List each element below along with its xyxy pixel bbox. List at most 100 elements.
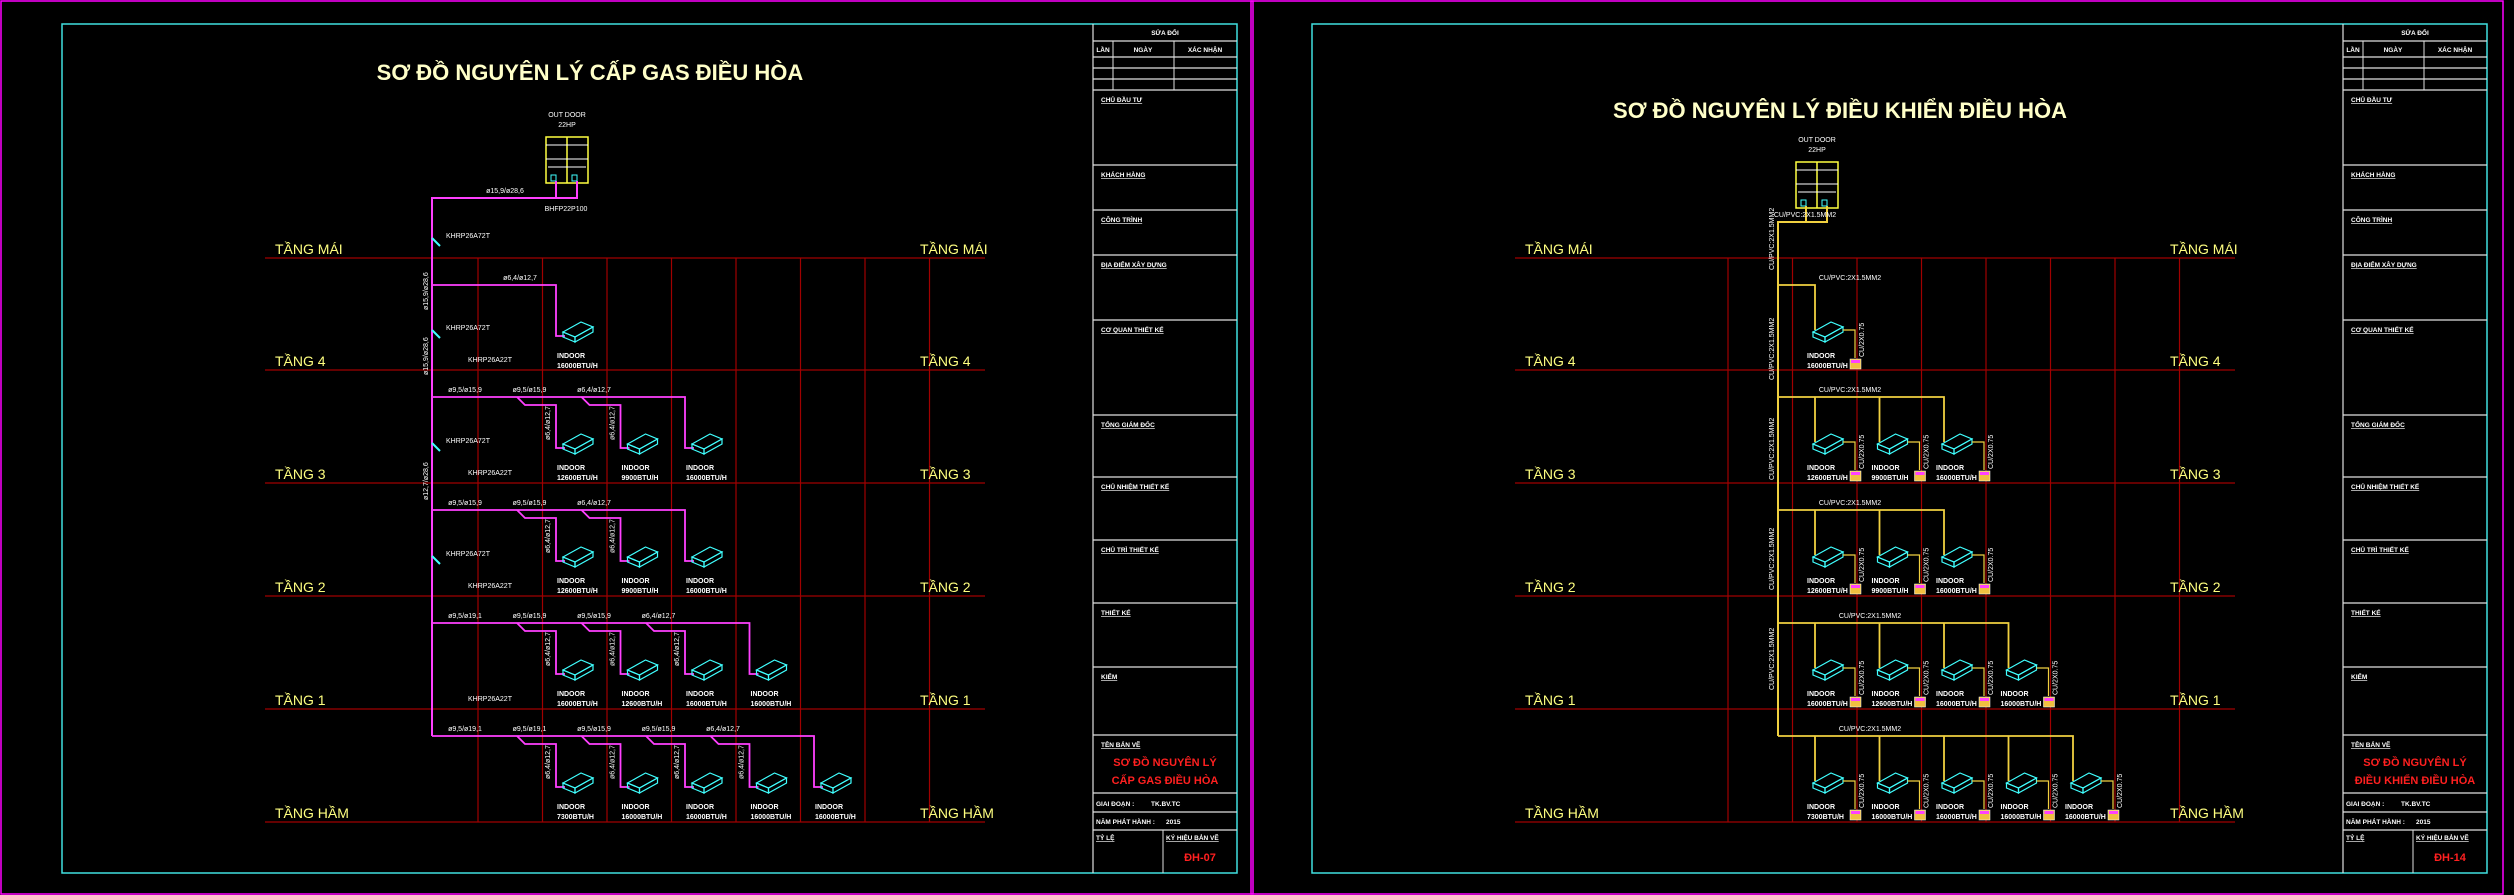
indoor-unit-side xyxy=(1941,782,1955,794)
indoor-label: INDOOR xyxy=(557,804,585,811)
indoor-capacity-label: 16000BTU/H xyxy=(686,475,727,482)
indoor-unit-icon xyxy=(1811,659,1845,682)
pipe-size-label: ø6,4/ø12,7 xyxy=(503,275,537,282)
scale-label: TỶ LỆ xyxy=(2346,833,2365,842)
indoor-unit-front xyxy=(767,776,788,795)
floor-label-left: TẦNG MÁI xyxy=(275,241,343,257)
indoor-unit-icon xyxy=(1940,659,1974,682)
controller-cable xyxy=(1843,329,1856,358)
refnet-label: KHRP26A72T xyxy=(446,233,491,240)
indoor-unit-side xyxy=(755,669,770,681)
indoor-unit-side xyxy=(562,331,576,343)
title-block-section-label: CHỦ ĐẦU TƯ xyxy=(1101,94,1143,104)
remote-controller-screen xyxy=(1980,698,1989,701)
sheet-gas: SƠ ĐỒ NGUYÊN LÝ CẤP GAS ĐIỀU HÒA TẦNG MÁI… xyxy=(0,0,1254,895)
revision-col-ngay: NGÀY xyxy=(2384,45,2403,54)
drop-pipe xyxy=(516,735,565,788)
main-pipe xyxy=(431,181,557,736)
indoor-unit-front xyxy=(1953,550,1973,569)
indoor-capacity-label: 12600BTU/H xyxy=(622,701,663,708)
remote-controller-screen xyxy=(1851,360,1860,363)
title-block-section-label: THIẾT KẾ xyxy=(2351,607,2381,617)
indoor-label: INDOOR xyxy=(622,804,650,811)
indoor-label: INDOOR xyxy=(557,353,585,360)
indoor-unit-side xyxy=(691,782,705,794)
remote-controller-screen xyxy=(2044,698,2054,701)
floor-label-left: TẦNG 1 xyxy=(1525,692,1576,708)
indoor-unit-side xyxy=(626,556,641,568)
revision-col-xacnhan: XÁC NHẬN xyxy=(2438,45,2473,54)
indoor-label: INDOOR xyxy=(557,465,585,472)
indoor-unit-icon xyxy=(561,546,595,569)
indoor-unit-front xyxy=(1824,550,1844,569)
pipe-size-label: ø15,9/ø28,6 xyxy=(486,188,524,195)
drop-pipe-label: ø6,4/ø12,7 xyxy=(610,406,617,440)
refnet-joint-icon xyxy=(431,442,441,452)
title-block-section-label: CÔNG TRÌNH xyxy=(1101,215,1142,224)
indoor-unit-front xyxy=(574,325,594,344)
title-block-section-label: TỔNG GIÁM ĐỐC xyxy=(1101,419,1155,429)
year-value: 2015 xyxy=(2416,819,2431,826)
indoor-unit-icon xyxy=(1940,433,1974,456)
indoor-unit-front xyxy=(703,776,723,795)
indoor-unit-front xyxy=(574,550,594,569)
drop-cable-label: CU/2X0.75 xyxy=(1924,774,1931,808)
remote-controller-screen xyxy=(1915,698,1925,701)
drawing-title: SƠ ĐỒ NGUYÊN LÝ CẤP GAS ĐIỀU HÒA xyxy=(377,60,804,85)
title-block-section-label: CƠ QUAN THIẾT KẾ xyxy=(1101,324,1164,334)
indoor-unit-icon xyxy=(2005,659,2038,682)
indoor-unit-front xyxy=(703,437,723,456)
indoor-unit-icon xyxy=(690,433,724,456)
drop-pipe-label: ø6,4/ø12,7 xyxy=(545,519,552,553)
drop-pipe-label: ø6,4/ø12,7 xyxy=(545,632,552,666)
indoor-unit-side xyxy=(562,782,576,794)
drop-pipe xyxy=(709,735,759,788)
refnet-label: KHRP26A22T xyxy=(468,357,513,364)
branch-cable xyxy=(1778,622,2010,668)
indoor-label: INDOOR xyxy=(1807,804,1835,811)
branch-pipe xyxy=(432,735,823,788)
riser-pipe-label: ø15,9/ø28,6 xyxy=(423,272,430,310)
indoor-label: INDOOR xyxy=(622,465,650,472)
indoor-unit-icon xyxy=(690,546,724,569)
indoor-unit-front xyxy=(1824,325,1844,344)
indoor-capacity-label: 16000BTU/H xyxy=(1872,814,1913,821)
drop-pipe xyxy=(580,509,630,562)
title-block-section-label: KHÁCH HÀNG xyxy=(2351,170,2395,179)
indoor-label: INDOOR xyxy=(1872,691,1900,698)
floor-label-right: TẦNG HẦM xyxy=(2170,805,2244,821)
cable-label: CU/PVC:2X1.5MM2 xyxy=(1819,387,1881,394)
floor-label-right: TẦNG MÁI xyxy=(920,241,988,257)
title-block-section-label: TỔNG GIÁM ĐỐC xyxy=(2351,419,2405,429)
drop-cable-label: CU/2X0.75 xyxy=(1988,548,1995,582)
pipe-size-label: ø9,5/ø15,9 xyxy=(448,387,482,394)
indoor-unit-icon xyxy=(1811,321,1845,344)
indoor-label: INDOOR xyxy=(622,691,650,698)
indoor-unit-front xyxy=(2017,663,2038,682)
remote-controller-icon xyxy=(1978,809,1991,821)
drop-cable-label: CU/2X0.75 xyxy=(1924,548,1931,582)
indoor-unit-icon xyxy=(626,772,659,795)
title-block-section-label: CƠ QUAN THIẾT KẾ xyxy=(2351,324,2414,334)
title-block-section-label: KIỂM xyxy=(1101,672,1117,681)
indoor-unit-front xyxy=(638,663,659,682)
indoor-unit-side xyxy=(1812,669,1826,681)
drop-cable-label: CU/2X0.75 xyxy=(1924,661,1931,695)
drop-pipe xyxy=(580,622,630,675)
riser-cable-label: CU/PVC:2X1.5MM2 xyxy=(1769,528,1776,590)
drop-pipe-label: ø6,4/ø12,7 xyxy=(545,745,552,779)
sheet-border xyxy=(0,0,1254,895)
indoor-unit-icon xyxy=(561,772,595,795)
indoor-label: INDOOR xyxy=(557,691,585,698)
remote-controller-screen xyxy=(1980,585,1989,588)
cable-label: CU/PVC:2X1.5MM2 xyxy=(1839,613,1901,620)
indoor-capacity-label: 16000BTU/H xyxy=(815,814,856,821)
stage-label: GIAI ĐOẠN : xyxy=(1096,801,1134,808)
main-cable xyxy=(1777,206,1807,736)
indoor-label: INDOOR xyxy=(686,804,714,811)
branch-cable xyxy=(1778,396,1945,442)
sheet-border xyxy=(1250,0,2504,895)
title-block-section-label: THIẾT KẾ xyxy=(1101,607,1131,617)
